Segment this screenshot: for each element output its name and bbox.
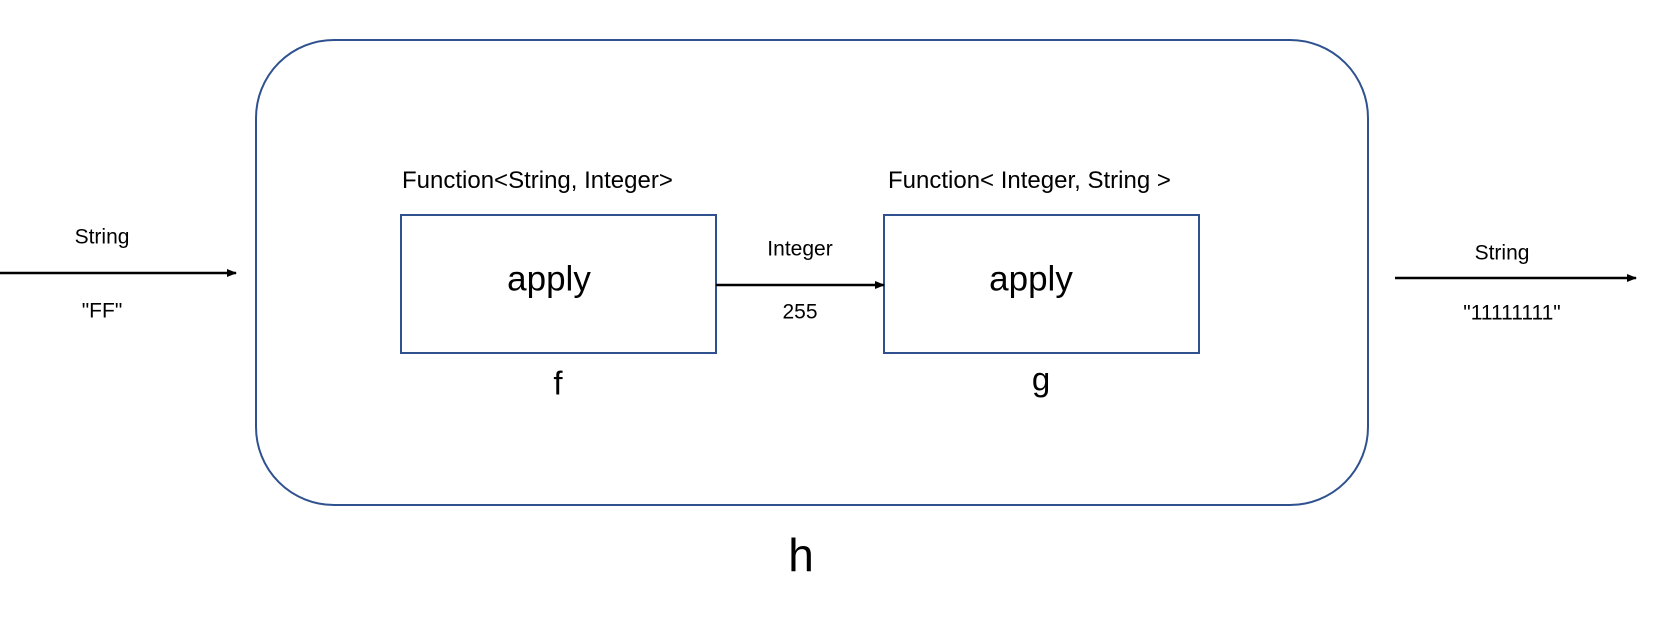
function-g-method: apply [989,259,1073,299]
outer-function-box [255,39,1369,506]
function-g-name: g [1031,360,1051,398]
outer-function-name: h [788,529,814,581]
function-f-signature: Function<String, Integer> [402,167,673,194]
input-value-label: "FF" [81,299,123,323]
function-g-signature: Function< Integer, String > [888,167,1171,194]
output-type-label: String [1474,241,1530,265]
input-type-label: String [74,225,130,249]
function-f-name: f [553,364,563,402]
intermediate-value-label: 255 [782,300,818,324]
function-f-method: apply [507,259,591,299]
intermediate-type-label: Integer [767,237,833,261]
output-value-label: "11111111" [1463,301,1561,325]
